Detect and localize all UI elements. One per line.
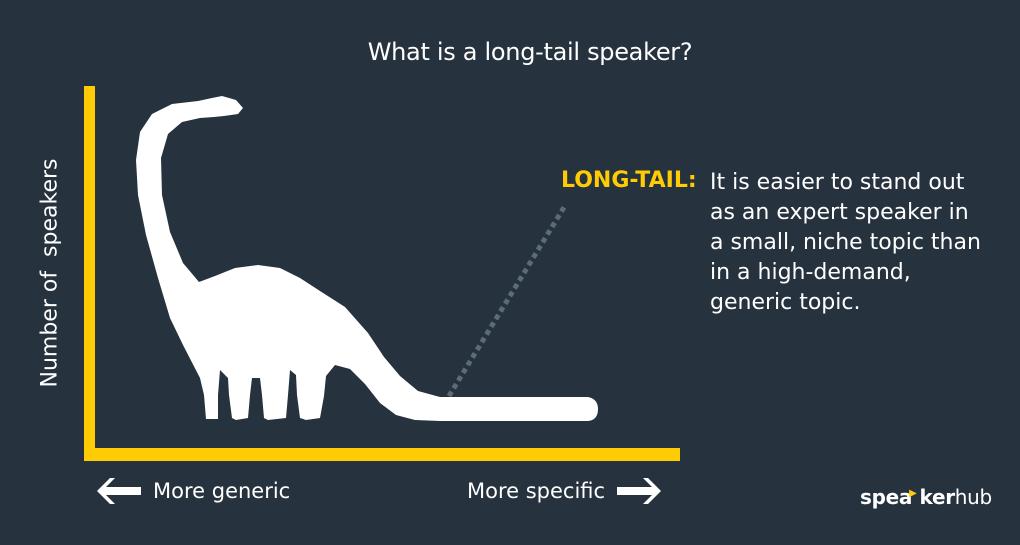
description-line: a small, niche topic than [710,230,981,255]
y-axis-line [84,86,95,461]
arrow-left-icon [97,478,141,504]
flag-icon: ▶ [909,488,917,499]
description-line: as an expert speaker in [710,200,969,225]
description-line: in a high-demand, [710,260,911,285]
more-specific-indicator: More specific [467,478,662,504]
x-axis-line [84,448,680,461]
description-line: generic topic. [710,290,861,315]
more-generic-indicator: More generic [97,478,290,504]
page-title: What is a long-tail speaker? [367,38,693,66]
more-specific-label: More specific [467,479,606,503]
arrow-right-icon [617,478,662,504]
long-tail-label: LONG-TAIL: [561,168,697,193]
more-generic-label: More generic [153,479,291,503]
long-tail-description: It is easier to stand out as an expert s… [710,168,1010,318]
description-line: It is easier to stand out [710,170,965,195]
dotted-pointer-line [446,202,569,398]
speakerhub-logo: spea▶kerhub [860,485,992,509]
